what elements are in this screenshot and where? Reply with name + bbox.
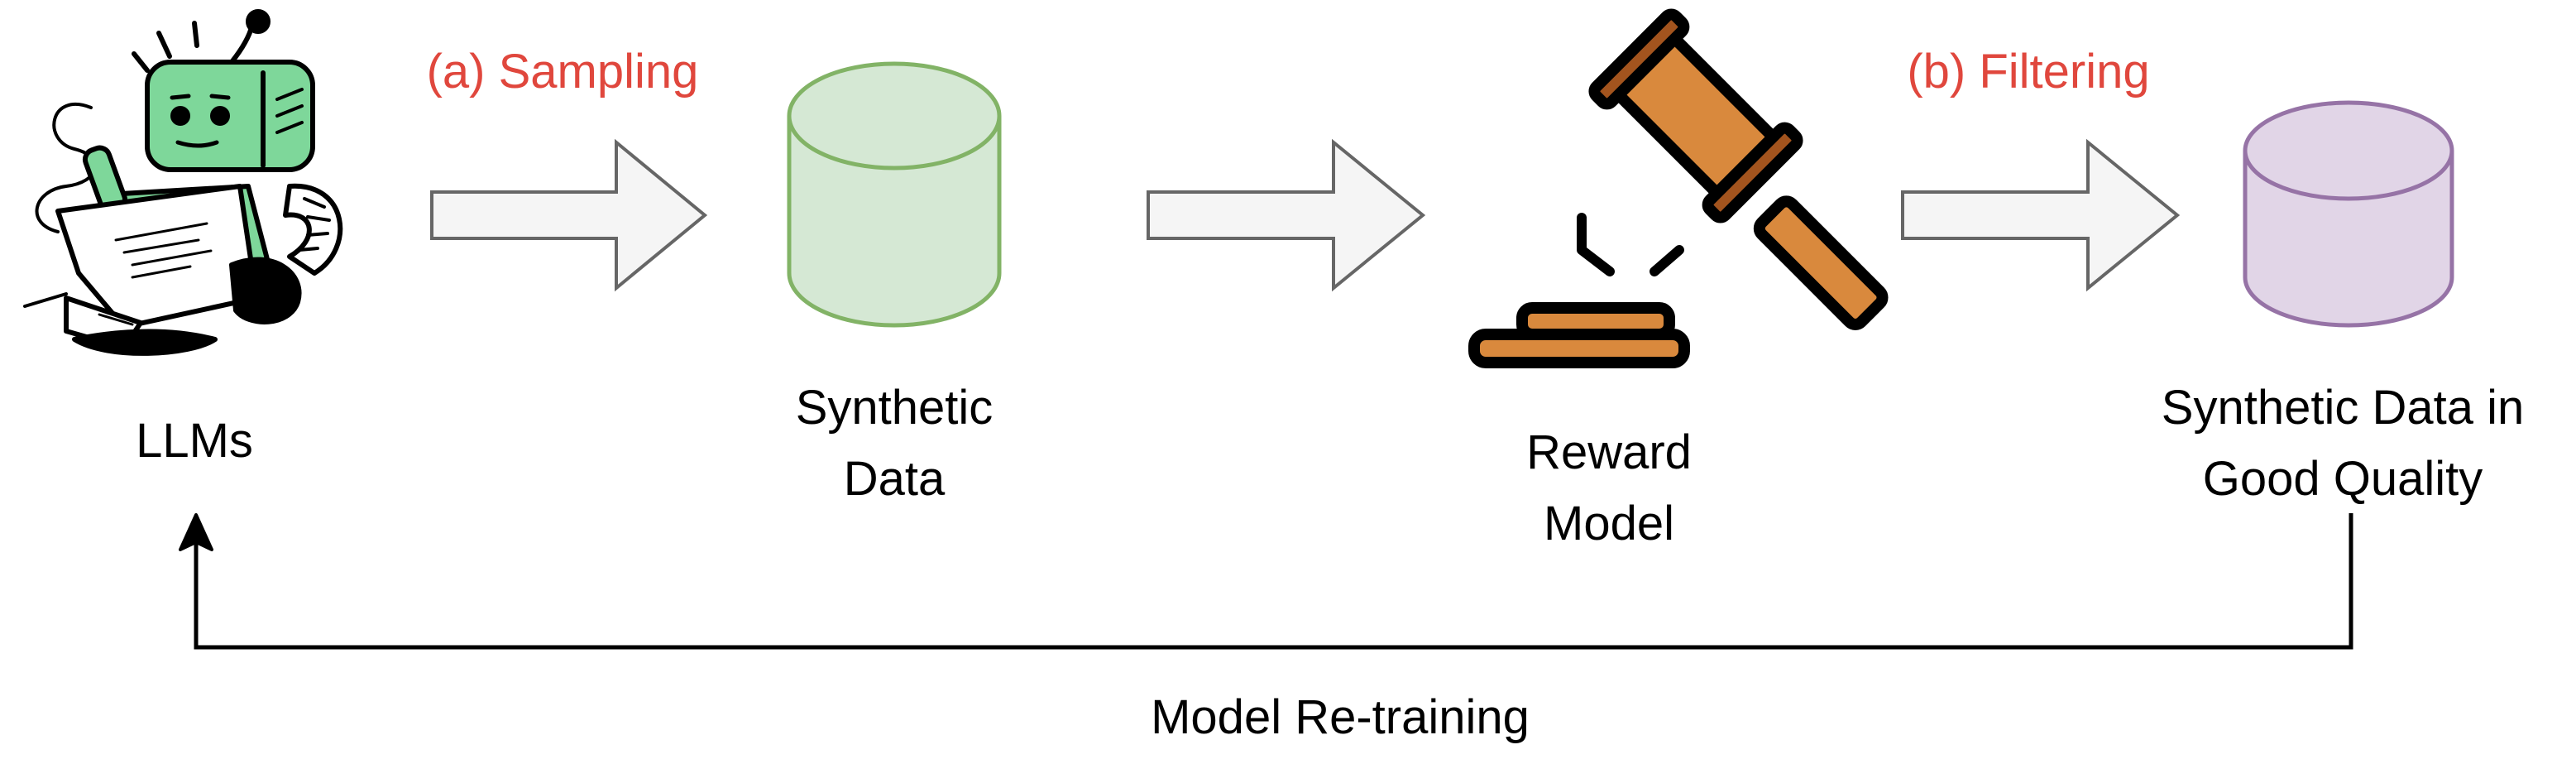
good-quality-data-label-line2: Good Quality (2202, 452, 2483, 506)
database-cylinder-icon (2243, 100, 2454, 328)
reward-model-label-line2: Model (1544, 497, 1674, 550)
reward-model-label: Reward Model (1497, 417, 1721, 560)
to-reward-arrow (1147, 138, 1426, 292)
sampling-arrow (430, 138, 708, 292)
filtering-arrow (1901, 138, 2181, 292)
good-quality-data-label: Synthetic Data in Good Quality (2111, 372, 2574, 515)
robot-reading-icon (23, 9, 343, 356)
gavel-icon (1468, 8, 1889, 368)
model-retraining-label: Model Re-training (1151, 690, 1530, 744)
step-b-label: (b) Filtering (1907, 45, 2150, 99)
synthetic-data-label-line1: Synthetic (795, 381, 994, 435)
synthetic-data-label-line2: Data (843, 452, 946, 506)
retraining-feedback-line (194, 513, 2353, 650)
reward-model-label-line1: Reward (1526, 425, 1692, 479)
good-quality-data-label-line1: Synthetic Data in (2161, 381, 2525, 435)
llms-label: LLMs (136, 414, 253, 468)
synthetic-data-label: Synthetic Data (758, 372, 1031, 515)
step-a-label: (a) Sampling (426, 45, 699, 99)
arrowhead-icon (179, 513, 213, 551)
database-cylinder-icon (787, 61, 1002, 328)
